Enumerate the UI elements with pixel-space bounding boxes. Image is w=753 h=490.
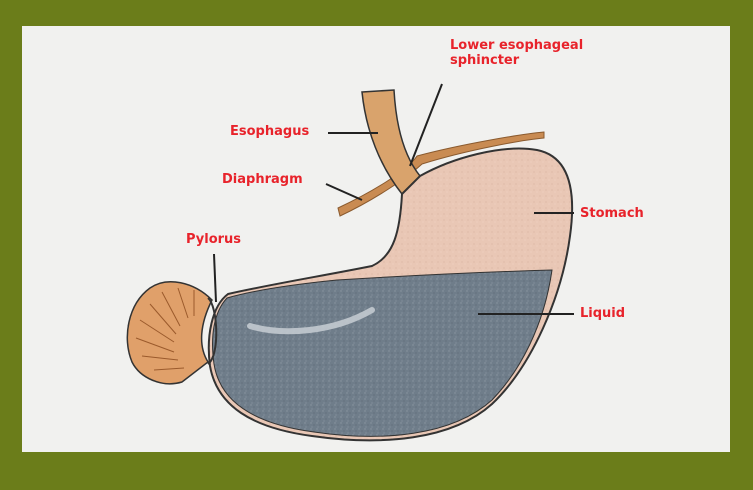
leader-line-diaphragm bbox=[326, 184, 362, 200]
label-lower-esophageal-sphincter-line1: Lower esophageal bbox=[450, 38, 583, 53]
label-lower-esophageal-sphincter: Lower esophageal sphincter bbox=[450, 38, 583, 68]
label-esophagus: Esophagus bbox=[230, 124, 309, 139]
label-stomach: Stomach bbox=[580, 206, 644, 221]
leader-line-pylorus bbox=[214, 254, 216, 302]
diagram-panel: Lower esophageal sphincter Esophagus Dia… bbox=[22, 26, 730, 452]
esophagus-shape bbox=[362, 90, 420, 194]
label-diaphragm: Diaphragm bbox=[222, 172, 303, 187]
liquid-shape bbox=[213, 270, 552, 436]
label-pylorus: Pylorus bbox=[186, 232, 241, 247]
label-lower-esophageal-sphincter-line2: sphincter bbox=[450, 53, 583, 68]
label-liquid: Liquid bbox=[580, 306, 625, 321]
stomach-diagram bbox=[22, 26, 730, 452]
